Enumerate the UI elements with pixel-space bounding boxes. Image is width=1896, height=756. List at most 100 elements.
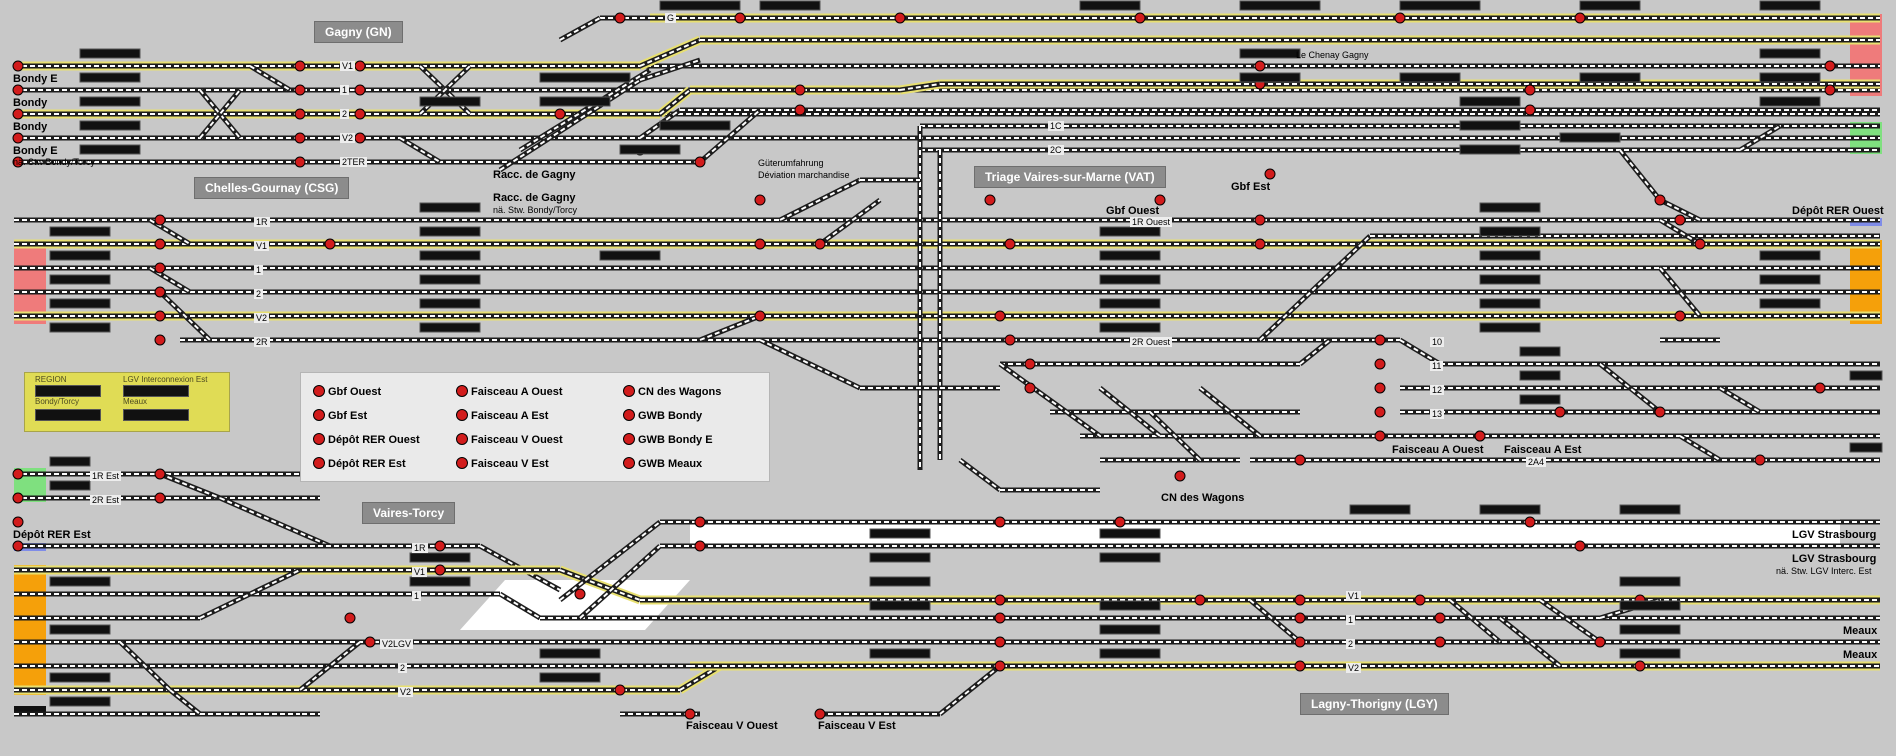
signal-icon[interactable] xyxy=(1004,334,1016,346)
signal-icon[interactable] xyxy=(1824,60,1836,72)
signal-icon[interactable] xyxy=(994,660,1006,672)
signal-icon[interactable] xyxy=(1524,104,1536,116)
signal-icon[interactable] xyxy=(994,310,1006,322)
signal-icon[interactable] xyxy=(1814,382,1826,394)
signal-icon[interactable] xyxy=(1434,636,1446,648)
signal-icon[interactable] xyxy=(1394,12,1406,24)
signal-icon[interactable] xyxy=(1654,406,1666,418)
signal-icon[interactable] xyxy=(12,540,24,552)
signal-icon[interactable] xyxy=(554,108,566,120)
signal-icon[interactable] xyxy=(1674,310,1686,322)
signal-icon[interactable] xyxy=(994,516,1006,528)
signal-icon[interactable] xyxy=(1374,406,1386,418)
signal-icon[interactable] xyxy=(1574,540,1586,552)
signal-icon[interactable] xyxy=(994,612,1006,624)
signal-icon[interactable] xyxy=(154,214,166,226)
signal-icon[interactable] xyxy=(12,492,24,504)
signal-icon[interactable] xyxy=(1134,12,1146,24)
signal-icon[interactable] xyxy=(1654,194,1666,206)
signal-icon[interactable] xyxy=(694,540,706,552)
signal-icon[interactable] xyxy=(754,310,766,322)
track-segment[interactable] xyxy=(1678,433,1722,463)
signal-icon[interactable] xyxy=(1114,516,1126,528)
signal-icon[interactable] xyxy=(1004,238,1016,250)
signal-icon[interactable] xyxy=(994,636,1006,648)
signal-icon[interactable] xyxy=(354,108,366,120)
signal-icon[interactable] xyxy=(694,156,706,168)
track-segment[interactable] xyxy=(1718,385,1762,415)
legend-item-faisceau-a-est[interactable]: Faisceau A Est xyxy=(456,409,548,422)
signal-icon[interactable] xyxy=(154,286,166,298)
legend-item-faisceau-v-est[interactable]: Faisceau V Est xyxy=(456,457,549,470)
signal-icon[interactable] xyxy=(1694,238,1706,250)
signal-icon[interactable] xyxy=(1574,12,1586,24)
signal-icon[interactable] xyxy=(1374,430,1386,442)
signal-icon[interactable] xyxy=(1294,612,1306,624)
signal-icon[interactable] xyxy=(154,262,166,274)
signal-icon[interactable] xyxy=(1474,430,1486,442)
signal-icon[interactable] xyxy=(1634,660,1646,672)
signal-icon[interactable] xyxy=(12,132,24,144)
signal-icon[interactable] xyxy=(294,60,306,72)
signal-icon[interactable] xyxy=(794,104,806,116)
signal-icon[interactable] xyxy=(614,12,626,24)
track-segment[interactable] xyxy=(1398,337,1442,367)
signal-icon[interactable] xyxy=(154,334,166,346)
signal-icon[interactable] xyxy=(154,238,166,250)
signal-icon[interactable] xyxy=(754,194,766,206)
signal-icon[interactable] xyxy=(1674,214,1686,226)
signal-icon[interactable] xyxy=(294,108,306,120)
signal-icon[interactable] xyxy=(1374,334,1386,346)
signal-icon[interactable] xyxy=(1374,358,1386,370)
signal-icon[interactable] xyxy=(1594,636,1606,648)
signal-icon[interactable] xyxy=(1254,214,1266,226)
signal-icon[interactable] xyxy=(1254,238,1266,250)
signal-icon[interactable] xyxy=(154,468,166,480)
signal-icon[interactable] xyxy=(434,564,446,576)
signal-icon[interactable] xyxy=(1434,612,1446,624)
signal-icon[interactable] xyxy=(1414,594,1426,606)
track-segment[interactable] xyxy=(1738,123,1782,153)
track-segment[interactable] xyxy=(398,135,442,165)
signal-icon[interactable] xyxy=(1264,168,1276,180)
legend-item-depot-rer-est[interactable]: Dépôt RER Est xyxy=(313,457,406,470)
signal-icon[interactable] xyxy=(614,684,626,696)
signal-icon[interactable] xyxy=(12,108,24,120)
signal-icon[interactable] xyxy=(294,132,306,144)
track-segment[interactable] xyxy=(1658,197,1702,223)
signal-icon[interactable] xyxy=(344,612,356,624)
signal-icon[interactable] xyxy=(354,84,366,96)
signal-icon[interactable] xyxy=(894,12,906,24)
signal-icon[interactable] xyxy=(1174,470,1186,482)
legend-item-faisceau-a-ouest[interactable]: Faisceau A Ouest xyxy=(456,385,563,398)
signal-icon[interactable] xyxy=(814,708,826,720)
legend-item-gwb-bondy[interactable]: GWB Bondy xyxy=(623,409,702,422)
signal-icon[interactable] xyxy=(154,492,166,504)
signal-icon[interactable] xyxy=(1754,454,1766,466)
signal-icon[interactable] xyxy=(1024,382,1036,394)
signal-icon[interactable] xyxy=(12,60,24,72)
track-segment[interactable] xyxy=(498,591,542,621)
signal-icon[interactable] xyxy=(364,636,376,648)
signal-icon[interactable] xyxy=(1154,194,1166,206)
legend-item-faisceau-v-ouest[interactable]: Faisceau V Ouest xyxy=(456,433,563,446)
legend-item-gwb-bondy-e[interactable]: GWB Bondy E xyxy=(623,433,713,446)
signal-icon[interactable] xyxy=(1254,60,1266,72)
signal-icon[interactable] xyxy=(574,588,586,600)
signal-icon[interactable] xyxy=(1524,516,1536,528)
signal-icon[interactable] xyxy=(354,132,366,144)
signal-icon[interactable] xyxy=(1024,358,1036,370)
signal-icon[interactable] xyxy=(754,238,766,250)
signal-icon[interactable] xyxy=(294,156,306,168)
signal-icon[interactable] xyxy=(154,310,166,322)
signal-icon[interactable] xyxy=(684,708,696,720)
signal-icon[interactable] xyxy=(12,468,24,480)
signal-icon[interactable] xyxy=(354,60,366,72)
signal-icon[interactable] xyxy=(1554,406,1566,418)
signal-icon[interactable] xyxy=(12,156,24,168)
legend-item-gwb-meaux[interactable]: GWB Meaux xyxy=(623,457,702,470)
legend-item-gbf-est[interactable]: Gbf Est xyxy=(313,409,367,422)
signal-icon[interactable] xyxy=(12,516,24,528)
signal-icon[interactable] xyxy=(1294,660,1306,672)
legend-item-cn-wagons[interactable]: CN des Wagons xyxy=(623,385,721,398)
